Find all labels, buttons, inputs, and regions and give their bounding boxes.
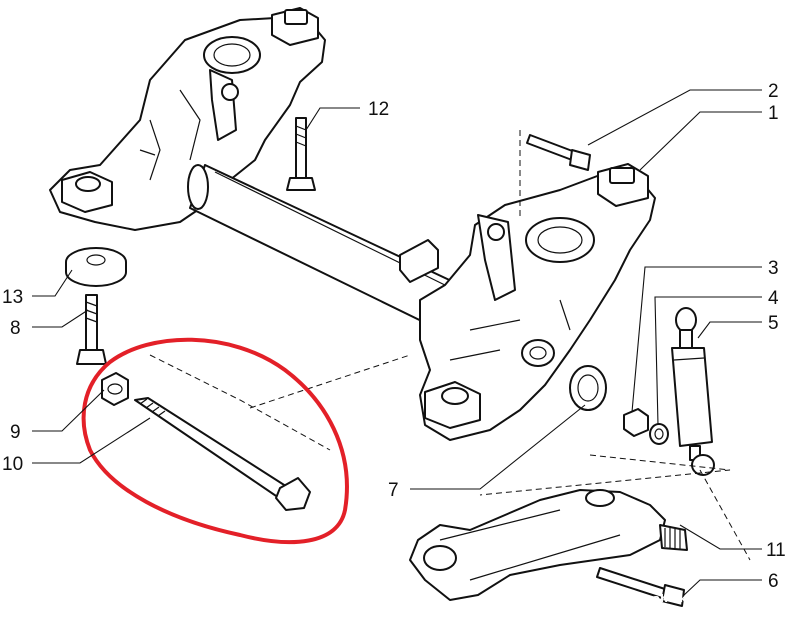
callout-7: 7 <box>388 480 399 501</box>
right-trailing-arm <box>419 174 656 441</box>
bolt-8 <box>76 294 107 365</box>
callout-11: 11 <box>766 540 786 561</box>
highlight-circle <box>81 337 349 545</box>
right-shock-bracket <box>477 214 516 301</box>
callout-1: 1 <box>768 103 779 124</box>
axle-beam-assembly <box>49 7 656 441</box>
bolt-12 <box>286 117 316 191</box>
rubber-insulator-13 <box>65 247 127 287</box>
seal-ring-7 <box>569 365 607 411</box>
callout-2: 2 <box>768 81 779 102</box>
callout-8: 8 <box>10 318 21 339</box>
right-arm-bore <box>525 217 595 263</box>
assembly-dash-lines <box>149 130 751 561</box>
callout-13: 13 <box>2 287 23 308</box>
right-pivot-bore <box>521 339 555 367</box>
left-trailing-arm <box>49 17 326 231</box>
callout-labels: 1 2 3 4 5 6 7 8 9 10 11 12 13 <box>2 81 786 592</box>
bolt-6 <box>596 567 685 607</box>
brake-line-clip <box>399 239 439 283</box>
callout-6: 6 <box>768 571 779 592</box>
lower-link-arm-11 <box>409 489 688 601</box>
washer-4 <box>649 423 669 445</box>
watermark-text: sirota33 для baraholka.onliner.by <box>549 592 759 605</box>
shock-absorber-5 <box>671 307 715 476</box>
bolt-2 <box>526 134 591 171</box>
callout-3: 3 <box>768 258 779 279</box>
callout-4: 4 <box>768 288 779 309</box>
leader-lines <box>32 89 762 597</box>
long-bolt-10 <box>134 397 311 511</box>
callout-9: 9 <box>10 422 21 443</box>
left-arm-bore <box>203 36 261 74</box>
callout-10: 10 <box>2 454 23 475</box>
nut-9 <box>101 372 129 406</box>
nut-3 <box>623 408 649 437</box>
callout-5: 5 <box>768 313 779 334</box>
callout-12: 12 <box>368 99 389 120</box>
